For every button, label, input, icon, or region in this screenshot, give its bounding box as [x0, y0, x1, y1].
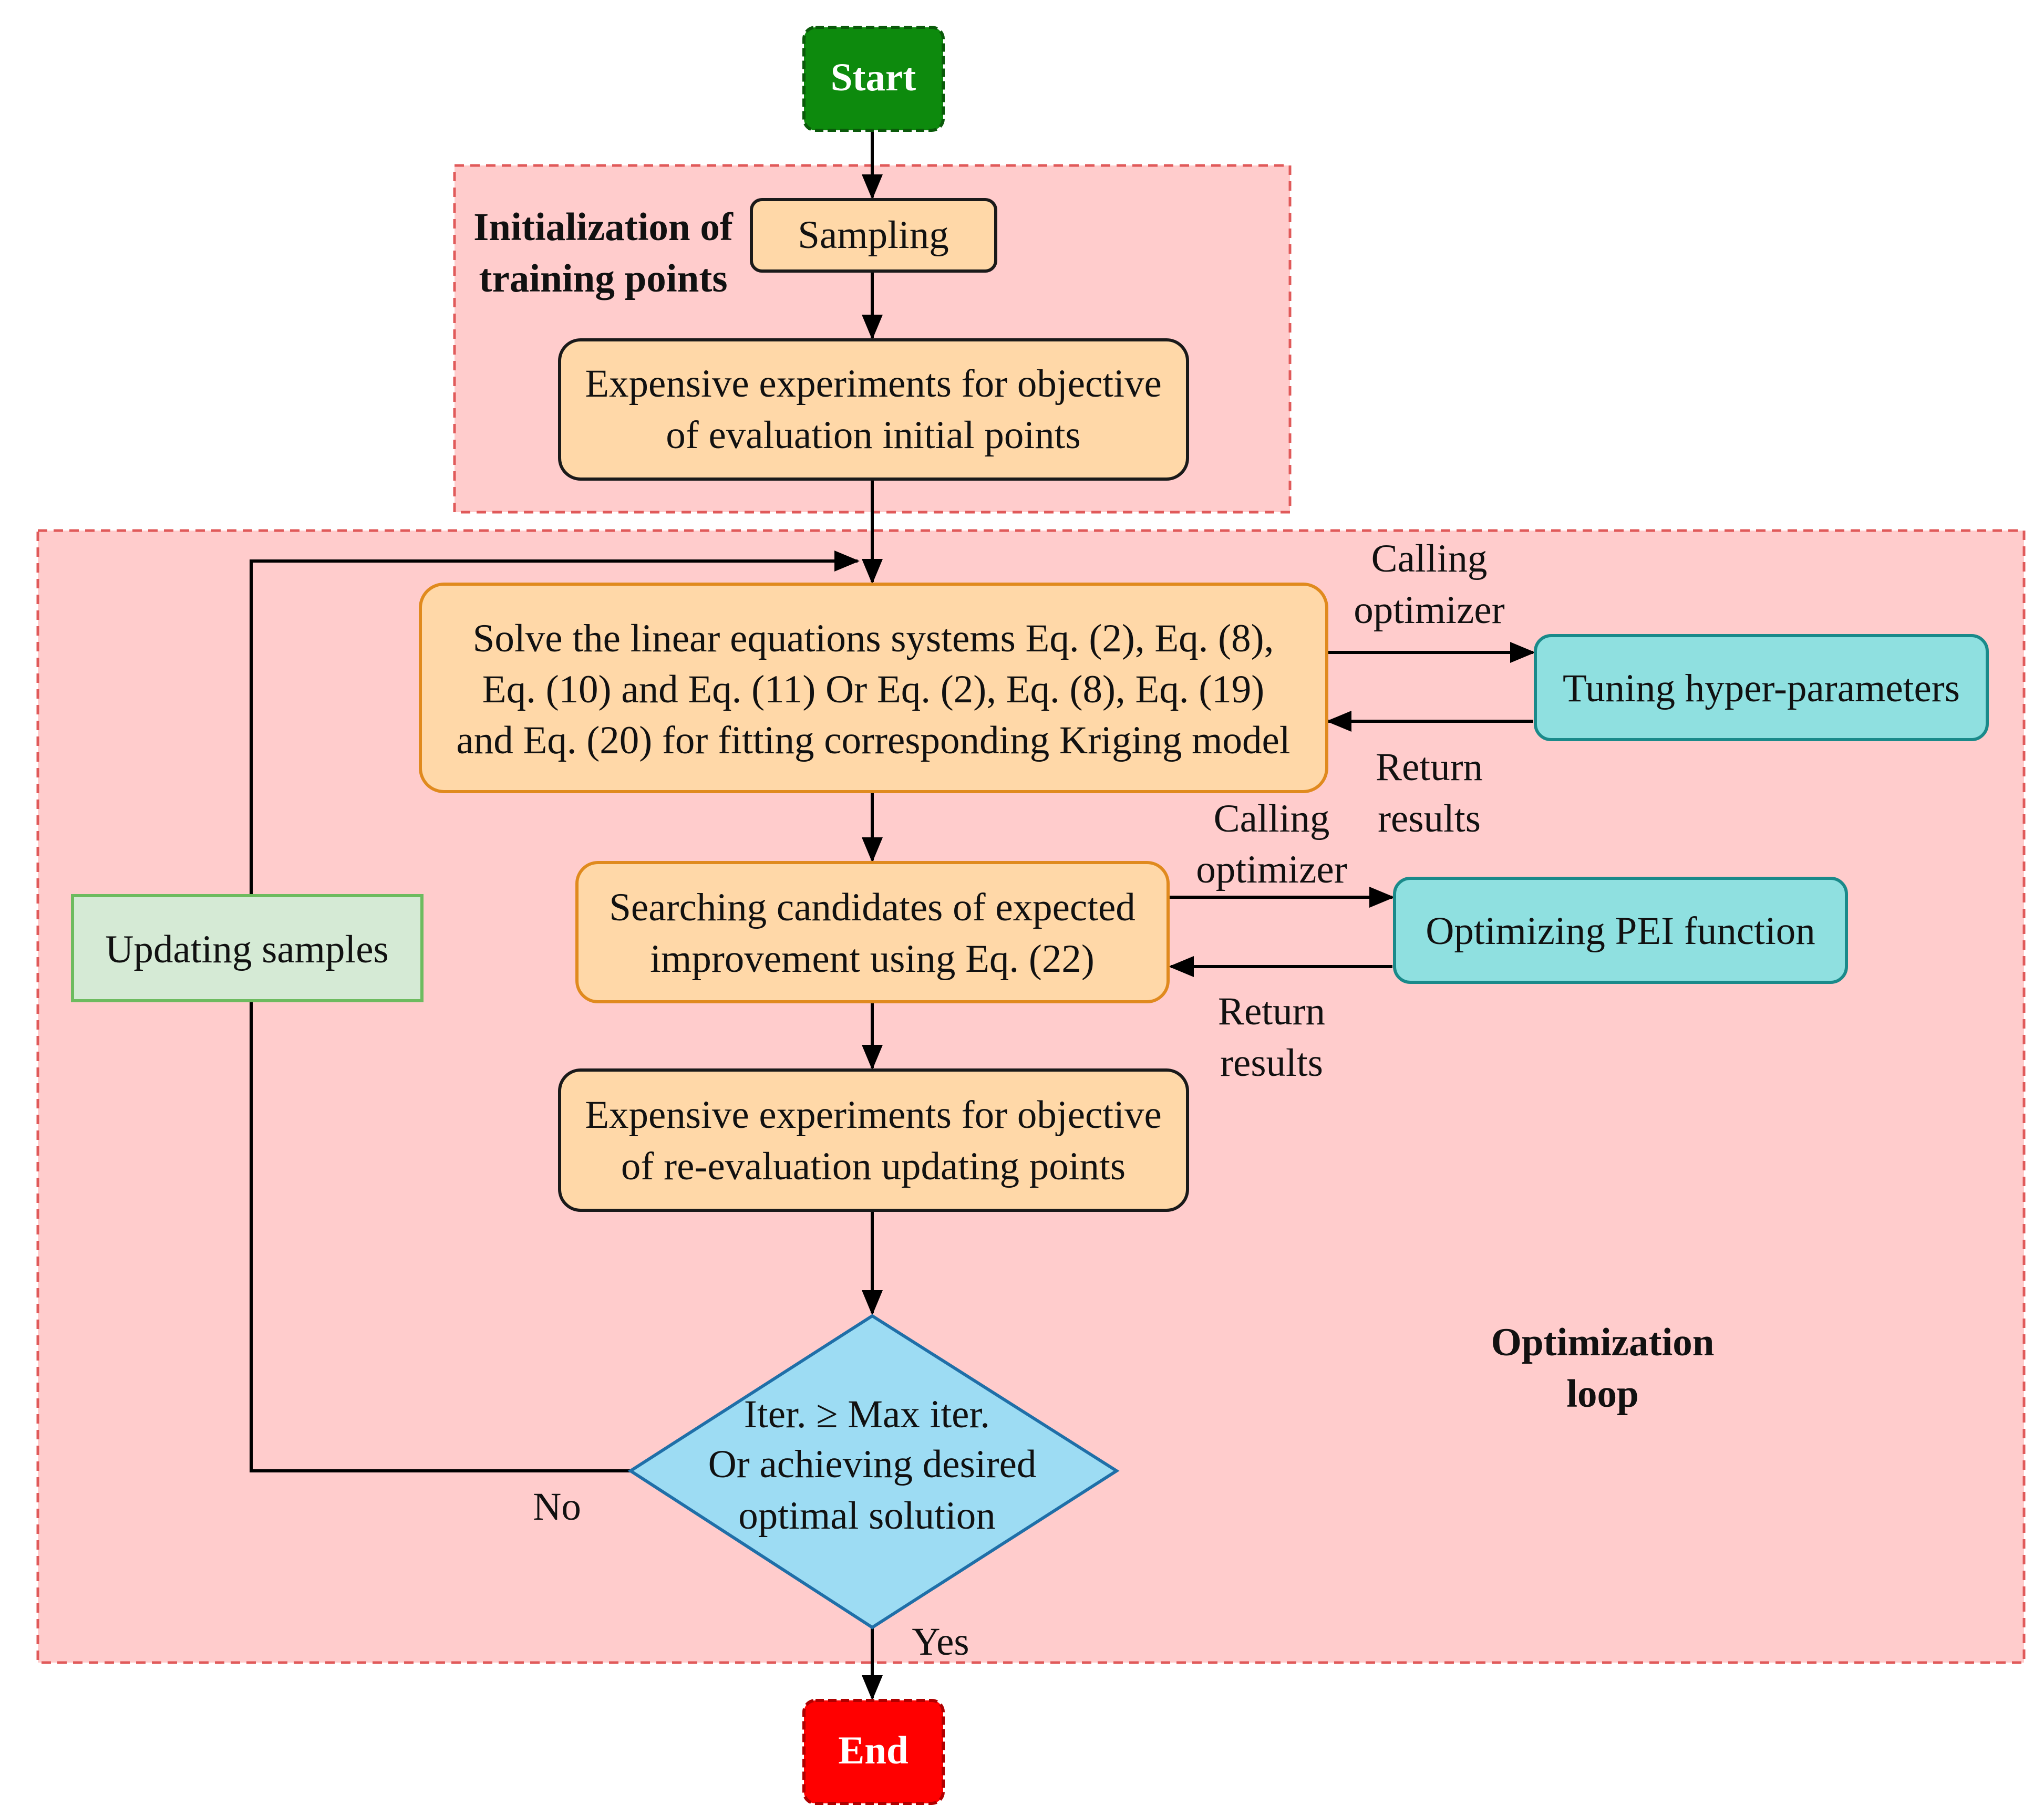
searching-line-1: Searching candidates of expected — [609, 886, 1135, 929]
calling-optimizer-2-line-2: optimizer — [1196, 848, 1347, 891]
tuning-label: Tuning hyper-parameters — [1563, 667, 1960, 710]
updating-samples-node — [71, 894, 424, 1002]
yes-label: Yes — [912, 1620, 969, 1664]
decision-line-2: Or achieving desired — [708, 1442, 1037, 1486]
return-results-2-line-1: Return — [1218, 990, 1325, 1033]
updating-samples-label: Updating samples — [105, 928, 389, 971]
solve-equations-node — [419, 583, 1328, 793]
return-results-1-line-1: Return — [1376, 745, 1483, 789]
solve-line-2: Eq. (10) and Eq. (11) Or Eq. (2), Eq. (8… — [482, 668, 1264, 711]
end-label: End — [838, 1729, 908, 1772]
init-experiments-line-1: Expensive experiments for objective — [585, 362, 1162, 406]
decision-diamond — [627, 1314, 1120, 1629]
decision-line-1: Iter. ≥ Max iter. — [744, 1393, 990, 1436]
no-label: No — [533, 1485, 581, 1529]
return-results-1-line-2: results — [1378, 797, 1481, 840]
sampling-label: Sampling — [798, 213, 949, 257]
init-experiments-node — [558, 338, 1189, 481]
optimizing-pei-node — [1393, 877, 1848, 984]
solve-line-3: and Eq. (20) for fitting corresponding K… — [456, 719, 1290, 762]
solve-line-1: Solve the linear equations systems Eq. (… — [473, 617, 1274, 660]
return-results-2-line-2: results — [1220, 1041, 1323, 1085]
calling-optimizer-1-line-2: optimizer — [1354, 588, 1504, 632]
reevaluation-line-1: Expensive experiments for objective — [585, 1093, 1162, 1137]
connectors — [250, 131, 1535, 1700]
optimization-loop-label-line-1: Optimization — [1491, 1321, 1715, 1364]
init-experiments-line-2: of evaluation initial points — [666, 413, 1080, 457]
searching-line-2: improvement using Eq. (22) — [650, 937, 1095, 981]
reevaluation-line-2: of re-evaluation updating points — [621, 1145, 1126, 1188]
start-label: Start — [831, 56, 916, 99]
decision-line-3: optimal solution — [738, 1494, 996, 1538]
loop-back-line-no — [250, 551, 860, 1472]
initialization-label-line-1: Initialization of — [473, 205, 734, 249]
sampling-node — [750, 198, 997, 273]
initialization-label-line-2: training points — [479, 257, 727, 300]
searching-candidates-node — [575, 861, 1170, 1003]
tuning-hyperparameters-node — [1534, 634, 1989, 741]
start-node — [802, 26, 945, 132]
end-node — [802, 1699, 945, 1805]
reevaluation-experiments-node — [558, 1068, 1189, 1212]
calling-optimizer-2-line-1: Calling — [1214, 797, 1330, 840]
calling-optimizer-1-line-1: Calling — [1371, 537, 1488, 580]
optimizing-pei-label: Optimizing PEI function — [1426, 909, 1815, 953]
optimization-loop-label-line-2: loop — [1566, 1372, 1639, 1416]
